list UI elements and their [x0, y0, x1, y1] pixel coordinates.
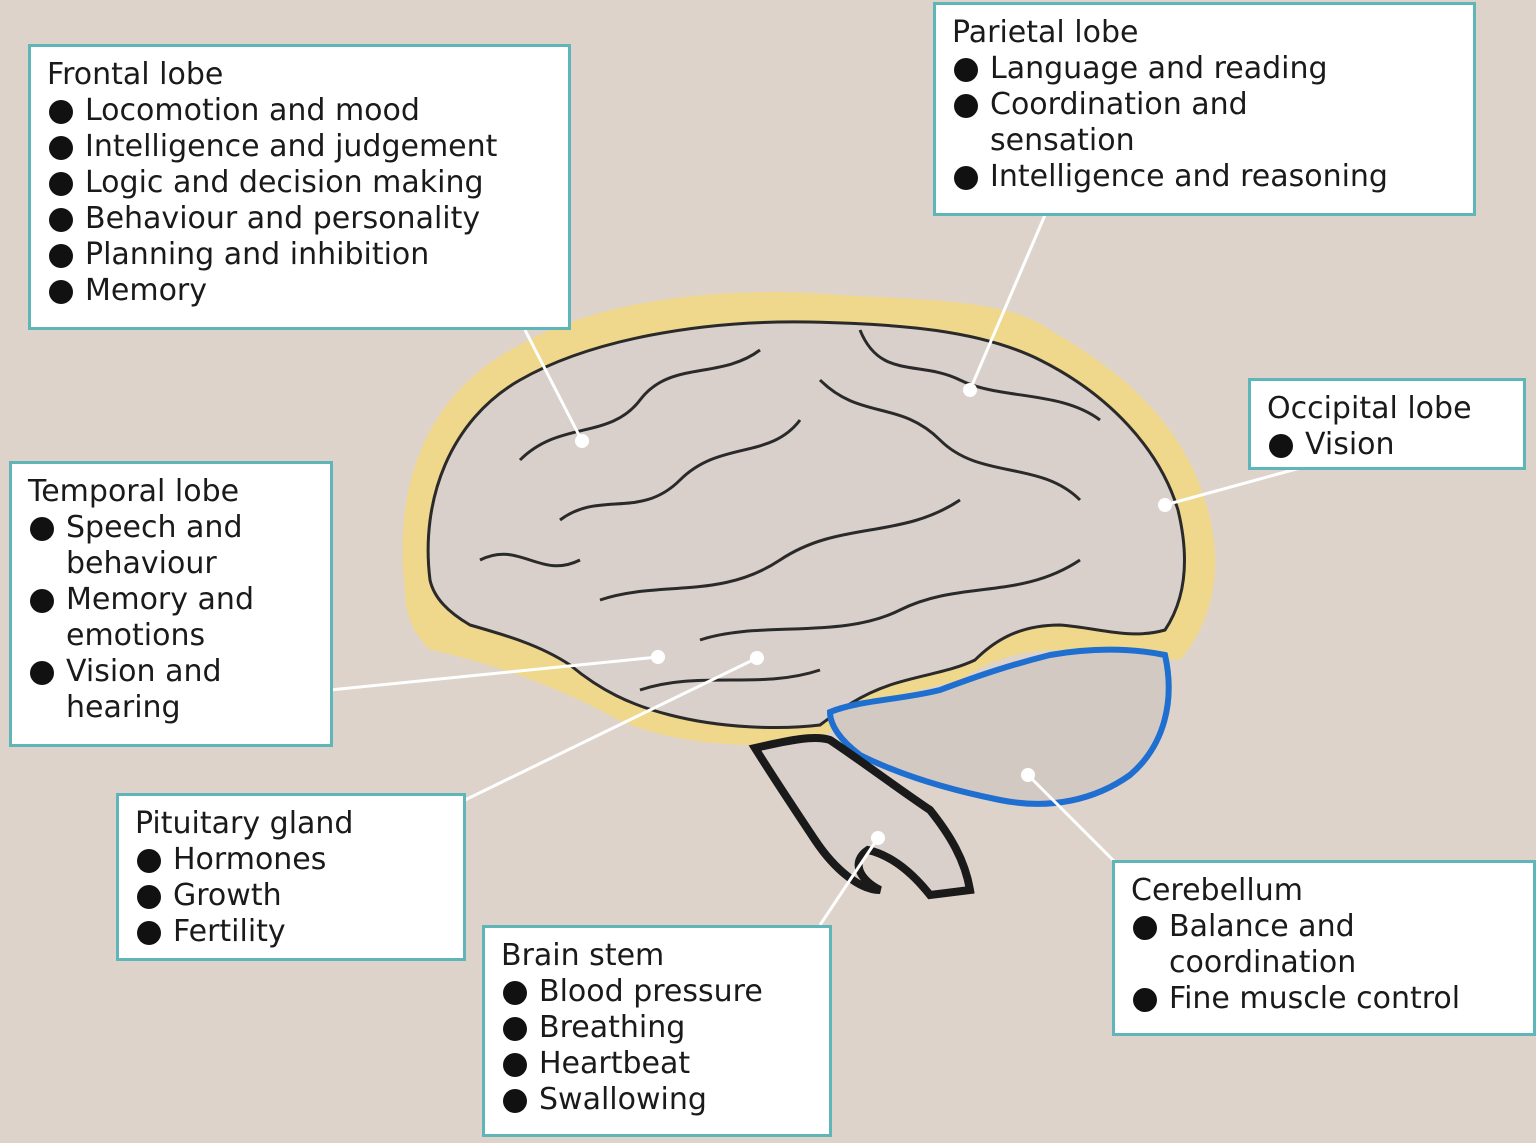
bullet-icon	[30, 661, 54, 685]
list-item-text: Hormones	[173, 842, 326, 877]
occipital-lobe-box: Occipital lobe Vision	[1248, 378, 1526, 470]
frontal-lobe-title: Frontal lobe	[47, 57, 552, 93]
list-item: Vision	[1267, 427, 1507, 463]
list-item-text: Locomotion and mood	[85, 93, 420, 128]
list-item-text: Language and reading	[990, 51, 1328, 86]
list-item-text: Logic and decision making	[85, 165, 484, 200]
bullet-icon	[30, 589, 54, 613]
list-item: Intelligence and reasoning	[952, 159, 1457, 195]
cerebellum-title: Cerebellum	[1131, 873, 1517, 909]
bullet-icon	[30, 517, 54, 541]
dot-temporal	[651, 650, 665, 664]
list-item-text: Fine muscle control	[1169, 981, 1460, 1016]
list-item-text: Growth	[173, 878, 282, 913]
list-item-text: Breathing	[539, 1010, 685, 1045]
list-item-text: Planning and inhibition	[85, 237, 429, 272]
dot-frontal	[575, 434, 589, 448]
dot-occipital	[1158, 498, 1172, 512]
bullet-icon	[49, 280, 73, 304]
bullet-icon	[49, 244, 73, 268]
list-item: Growth	[135, 878, 447, 914]
occipital-lobe-title: Occipital lobe	[1267, 391, 1507, 427]
list-item: Logic and decision making	[47, 165, 552, 201]
list-item: Memory	[47, 273, 552, 309]
list-item: Hormones	[135, 842, 447, 878]
dot-pituitary	[750, 651, 764, 665]
list-item: Swallowing	[501, 1082, 813, 1118]
bullet-icon	[49, 136, 73, 160]
parietal-lobe-list: Language and readingCoordination andsens…	[952, 51, 1457, 195]
list-item-text: Behaviour and personality	[85, 201, 480, 236]
bullet-icon	[503, 981, 527, 1005]
pituitary-gland-title: Pituitary gland	[135, 806, 447, 842]
list-item-text: Intelligence and judgement	[85, 129, 497, 164]
list-item: Language and reading	[952, 51, 1457, 87]
bullet-icon	[49, 100, 73, 124]
bullet-icon	[954, 166, 978, 190]
list-item-text: Memory	[85, 273, 207, 308]
list-item: Behaviour and personality	[47, 201, 552, 237]
bullet-icon	[137, 849, 161, 873]
dot-cerebellum	[1021, 768, 1035, 782]
bullet-icon	[137, 921, 161, 945]
bullet-icon	[137, 885, 161, 909]
list-item: Blood pressure	[501, 974, 813, 1010]
list-item-text: Coordination andsensation	[990, 87, 1248, 158]
list-item-text: Vision	[1305, 427, 1395, 462]
bullet-icon	[1133, 988, 1157, 1012]
parietal-lobe-title: Parietal lobe	[952, 15, 1457, 51]
bullet-icon	[954, 94, 978, 118]
bullet-icon	[49, 208, 73, 232]
list-item: Coordination andsensation	[952, 87, 1457, 159]
bullet-icon	[1269, 434, 1293, 458]
list-item: Intelligence and judgement	[47, 129, 552, 165]
temporal-lobe-title: Temporal lobe	[28, 474, 314, 510]
bullet-icon	[503, 1017, 527, 1041]
list-item-text: Intelligence and reasoning	[990, 159, 1388, 194]
bullet-icon	[49, 172, 73, 196]
bullet-icon	[503, 1053, 527, 1077]
list-item: Planning and inhibition	[47, 237, 552, 273]
list-item: Breathing	[501, 1010, 813, 1046]
list-item: Fertility	[135, 914, 447, 950]
list-item: Heartbeat	[501, 1046, 813, 1082]
list-item-text: Heartbeat	[539, 1046, 690, 1081]
bullet-icon	[1133, 916, 1157, 940]
list-item-text: Blood pressure	[539, 974, 763, 1009]
list-item: Fine muscle control	[1131, 981, 1517, 1017]
list-item-text: Fertility	[173, 914, 286, 949]
dot-parietal	[963, 383, 977, 397]
brain-stem-title: Brain stem	[501, 938, 813, 974]
bullet-icon	[503, 1089, 527, 1113]
list-item: Locomotion and mood	[47, 93, 552, 129]
occipital-lobe-list: Vision	[1267, 427, 1507, 463]
list-item-text: Swallowing	[539, 1082, 707, 1117]
bullet-icon	[954, 58, 978, 82]
dot-brainstem	[871, 831, 885, 845]
